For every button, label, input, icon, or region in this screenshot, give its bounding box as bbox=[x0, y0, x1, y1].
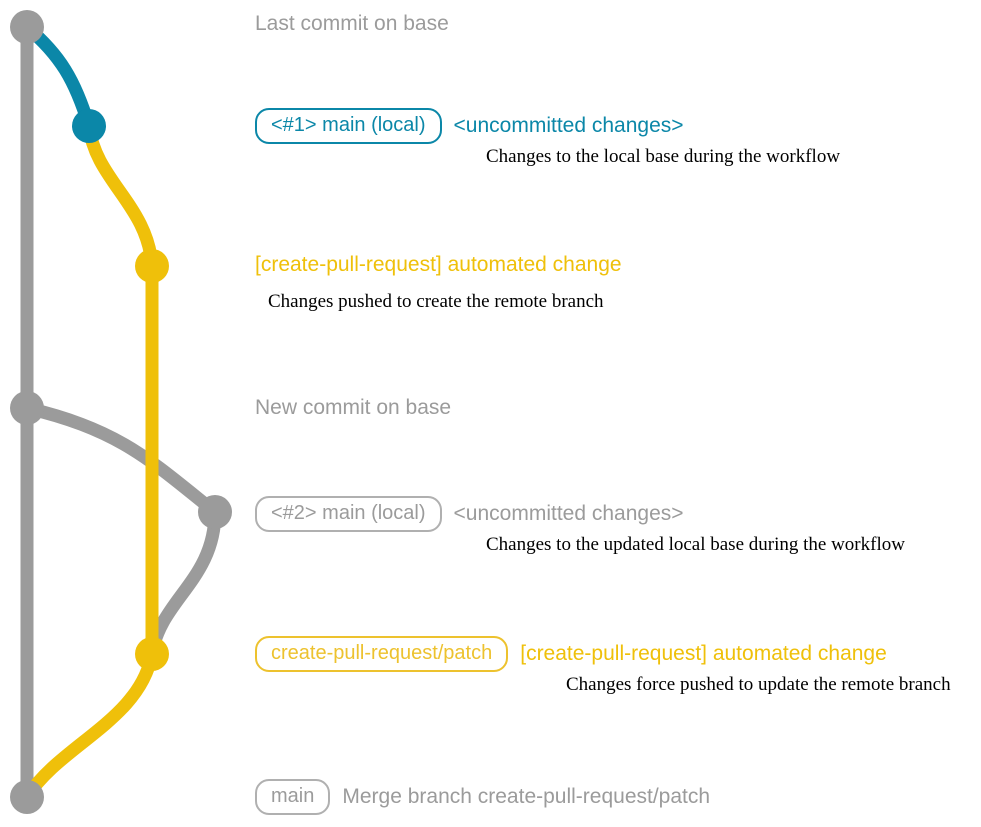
commit-subject-local-2: <uncommitted changes> bbox=[453, 501, 684, 525]
edge-base-to-local2 bbox=[20, 401, 222, 519]
edge-local1-to-patch-create bbox=[82, 119, 159, 273]
commit-description-patch-create: Changes pushed to create the remote bran… bbox=[268, 291, 604, 312]
row-local-commit-1: <#1> main (local) <uncommitted changes> bbox=[255, 108, 684, 144]
commit-subject-merge: Merge branch create-pull-request/patch bbox=[342, 784, 711, 808]
commit-subject-base-head: Last commit on base bbox=[255, 12, 449, 35]
commit-node-base-new[interactable] bbox=[10, 391, 44, 425]
row-new-commit-on-base: New commit on base bbox=[255, 396, 451, 420]
row-automated-change-1: [create-pull-request] automated change bbox=[255, 253, 622, 277]
commit-subject-base-new: New commit on base bbox=[255, 396, 452, 419]
ref-pill-local-1[interactable]: <#1> main (local) bbox=[255, 108, 442, 144]
row-merge-commit: main Merge branch create-pull-request/pa… bbox=[255, 779, 710, 815]
commit-node-patch-update[interactable] bbox=[135, 637, 169, 671]
edge-patch-to-merge bbox=[20, 647, 159, 804]
commit-node-local-1[interactable] bbox=[72, 109, 106, 143]
commit-node-base-head[interactable] bbox=[10, 10, 44, 44]
ref-pill-patch-branch[interactable]: create-pull-request/patch bbox=[255, 636, 509, 672]
ref-pill-main[interactable]: main bbox=[255, 779, 331, 815]
commit-subject-patch-update: [create-pull-request] automated change bbox=[520, 641, 887, 665]
commit-subject-patch-create: [create-pull-request] automated change bbox=[255, 253, 622, 276]
row-last-commit-on-base: Last commit on base bbox=[255, 12, 449, 36]
commit-description-local-2: Changes to the updated local base during… bbox=[486, 534, 905, 555]
commit-description-local-1: Changes to the local base during the wor… bbox=[486, 146, 841, 167]
commit-description-patch-update: Changes force pushed to update the remot… bbox=[566, 674, 951, 695]
ref-pill-local-2[interactable]: <#2> main (local) bbox=[255, 496, 442, 532]
commit-node-patch-create[interactable] bbox=[135, 249, 169, 283]
commit-node-local-2[interactable] bbox=[198, 495, 232, 529]
row-automated-change-2: create-pull-request/patch [create-pull-r… bbox=[255, 636, 887, 672]
commit-node-merge[interactable] bbox=[10, 780, 44, 814]
row-local-commit-2: <#2> main (local) <uncommitted changes> bbox=[255, 496, 684, 532]
commit-subject-local-1: <uncommitted changes> bbox=[453, 113, 684, 137]
